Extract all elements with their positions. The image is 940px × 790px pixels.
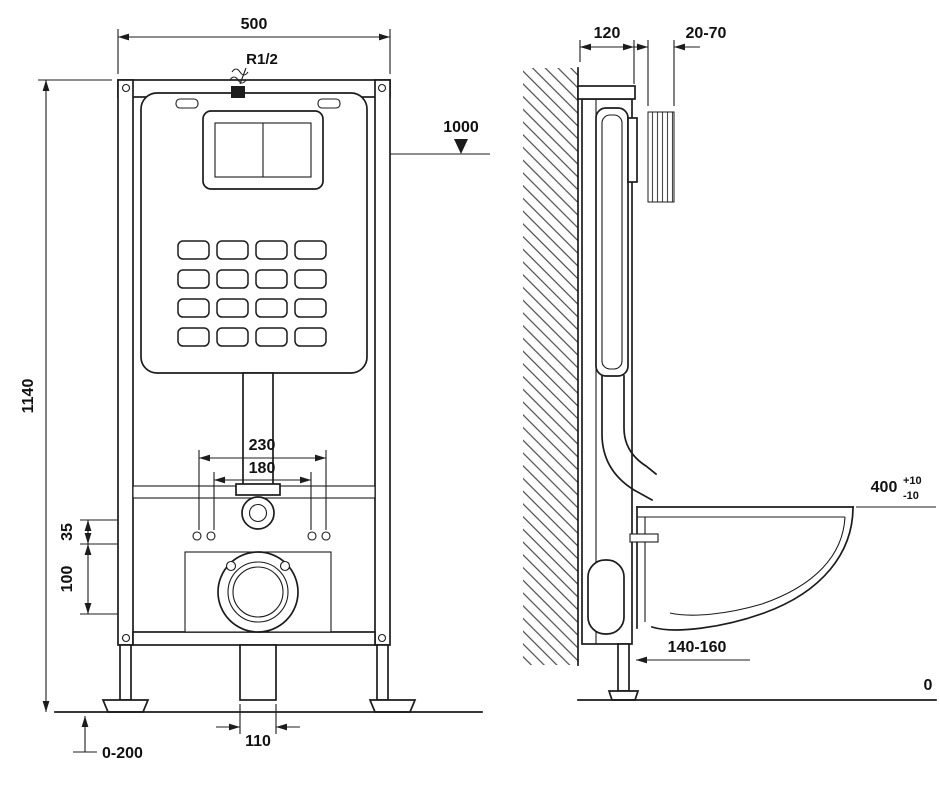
dim-total-height-label: 1140	[20, 379, 37, 414]
side-dimensions: 120 20-70 400 +10 -10 140-160 0	[577, 25, 937, 701]
floor-line-side: 0	[577, 677, 937, 701]
finished-wall-strip	[647, 111, 675, 203]
front-dimensions: 500 R1/2 1000 1140 230 180	[20, 16, 490, 762]
dim-feet-0-200: 0-200	[73, 716, 143, 762]
dim-bowl-height-400: 400 +10 -10	[856, 475, 936, 508]
flush-pipe	[235, 372, 281, 530]
dim-front-width: 500	[241, 16, 268, 33]
dim-bolts-180-label: 180	[249, 460, 276, 477]
dim-inlet-thread: R1/2	[239, 51, 278, 85]
cistern	[140, 92, 368, 374]
dim-pipe-110: 110	[216, 704, 300, 750]
drain-pipe	[239, 644, 277, 701]
dim-depth-120: 120	[579, 25, 635, 84]
dim-depth-label: 120	[594, 25, 621, 42]
dim-outlet-label: 140-160	[668, 639, 727, 656]
front-view	[101, 68, 417, 713]
cistern-side	[595, 107, 638, 377]
dim-bowl-tol-minus: -10	[903, 490, 919, 502]
outlet-elbow	[587, 559, 625, 635]
cistern-vent-grid	[177, 240, 327, 347]
dim-height-1140: 1140	[20, 79, 112, 712]
water-inlet	[229, 68, 249, 98]
waste-outlet	[184, 551, 332, 633]
dim-level-1000-label: 1000	[443, 119, 479, 136]
dim-floor-zero-label: 0	[924, 677, 933, 694]
toilet-bowl-side	[629, 506, 854, 631]
dim-bolts-230: 230	[198, 437, 327, 530]
actuator-plate-side	[627, 117, 638, 183]
dim-bolts-180: 180	[213, 460, 312, 530]
side-view	[523, 67, 854, 701]
dim-offsets-35-100: 35 100	[59, 519, 118, 615]
dim-offset-100-label: 100	[59, 566, 76, 593]
flush-control-plate	[202, 110, 324, 190]
dim-pipe-110-label: 110	[245, 733, 271, 750]
dim-wall-gap-label: 20-70	[686, 25, 727, 42]
dim-bolts-230-label: 230	[249, 437, 276, 454]
dim-bowl-tol-plus: +10	[903, 475, 922, 487]
flush-bend-pipe	[601, 375, 658, 502]
dim-level-1000: 1000	[390, 119, 490, 155]
dim-feet-range-label: 0-200	[102, 745, 143, 762]
mounting-bolts	[192, 531, 331, 541]
dim-wall-gap-20-70: 20-70	[624, 25, 727, 106]
dim-inlet-thread-label: R1/2	[246, 51, 278, 68]
dim-outlet-140-160: 140-160	[636, 639, 750, 664]
dim-width-500: 500	[117, 16, 391, 74]
level-arrow-icon	[454, 139, 468, 154]
dim-bowl-height-label: 400	[871, 479, 898, 496]
wall-section	[523, 67, 579, 666]
dim-offset-35-label: 35	[59, 523, 76, 541]
fixing-bolt	[629, 533, 659, 543]
